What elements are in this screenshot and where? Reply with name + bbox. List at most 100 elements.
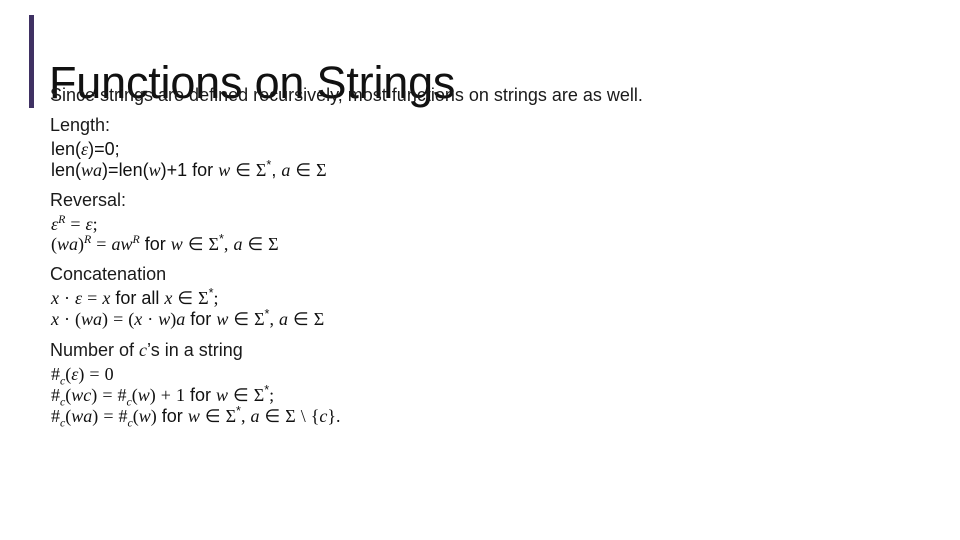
equation-count-match: #c(wc) = #c(w) + 1 for w ∈ Σ*; bbox=[50, 383, 940, 409]
c-subscript-token: c bbox=[60, 394, 66, 409]
equals-token: = bbox=[108, 160, 119, 180]
equals-token: = bbox=[89, 364, 100, 384]
sigma-token: Σ bbox=[208, 234, 220, 254]
a-token: a bbox=[250, 406, 260, 426]
epsilon-token: ε bbox=[81, 139, 89, 159]
w-token: w bbox=[57, 234, 70, 254]
epsilon-token: ε bbox=[85, 214, 93, 234]
lbrace-token: { bbox=[310, 406, 320, 426]
x-token: x bbox=[164, 288, 173, 308]
for-token: for bbox=[189, 385, 211, 405]
element-of-token: ∈ bbox=[264, 406, 281, 426]
period-token: . bbox=[336, 406, 341, 426]
sigma-token: Σ bbox=[316, 160, 327, 180]
for-token: for bbox=[192, 160, 214, 180]
element-of-token: ∈ bbox=[235, 160, 251, 180]
kleene-star-token: * bbox=[208, 286, 214, 300]
for-token: for bbox=[190, 309, 212, 329]
equation-len-empty: len(ε)=0; bbox=[50, 139, 940, 160]
rbrace-token: } bbox=[327, 406, 336, 426]
element-of-token: ∈ bbox=[187, 234, 204, 254]
x-token: x bbox=[51, 288, 59, 308]
kleene-star-token: * bbox=[219, 232, 224, 246]
len-token: len bbox=[118, 160, 143, 180]
reversal-exponent-token: R bbox=[84, 232, 92, 246]
kleene-star-token: * bbox=[264, 307, 270, 321]
sigma-token: Σ bbox=[198, 288, 209, 308]
element-of-token: ∈ bbox=[204, 406, 221, 426]
epsilon-token: ε bbox=[71, 364, 79, 384]
equals-token: = bbox=[70, 214, 81, 234]
element-of-token: ∈ bbox=[295, 160, 312, 180]
one-token: 1 bbox=[177, 160, 188, 180]
epsilon-token: ε bbox=[51, 214, 59, 234]
equation-count-empty: #c(ε) = 0 bbox=[50, 364, 940, 387]
w-token: w bbox=[71, 406, 84, 426]
cdot-token: · bbox=[147, 309, 154, 329]
lparen-token: ( bbox=[75, 139, 82, 159]
a-token: a bbox=[111, 234, 121, 254]
a-token: a bbox=[278, 309, 288, 329]
section-concatenation: Concatenation x · ε = x for all x ∈ Σ*; … bbox=[50, 260, 940, 330]
a-token: a bbox=[93, 309, 103, 329]
for-token: for bbox=[161, 406, 183, 426]
equals-token: = bbox=[96, 234, 107, 254]
one-token: 1 bbox=[175, 385, 185, 405]
kleene-star-token: * bbox=[264, 383, 270, 397]
lparen-token: ( bbox=[65, 385, 72, 405]
reversal-exponent-token: R bbox=[58, 212, 66, 226]
x-token: x bbox=[51, 309, 59, 329]
body-subtitle: Since strings are defined recursively, m… bbox=[50, 85, 643, 105]
section-heading-reversal: Reversal: bbox=[50, 190, 127, 210]
equation-concat-recursive: x · (wa) = (x · w)a for w ∈ Σ*, a ∈ Σ bbox=[50, 307, 940, 330]
semicolon-token: ; bbox=[92, 214, 98, 234]
setminus-token: \ bbox=[300, 406, 306, 426]
len-token: len bbox=[51, 139, 76, 159]
hash-token: # bbox=[117, 385, 127, 405]
semicolon-token: ; bbox=[114, 139, 120, 159]
element-of-token: ∈ bbox=[233, 309, 250, 329]
cdot-token: · bbox=[64, 288, 71, 308]
plus-token: + bbox=[160, 385, 171, 405]
w-token: w bbox=[81, 160, 94, 180]
slide-body: Since strings are defined recursively, m… bbox=[50, 82, 940, 430]
sigma-token: Σ bbox=[285, 406, 296, 426]
c-token: c bbox=[139, 340, 148, 360]
w-token: w bbox=[218, 160, 231, 180]
hash-token: # bbox=[51, 364, 60, 384]
equation-concat-identity: x · ε = x for all x ∈ Σ*; bbox=[50, 286, 940, 309]
lparen-token: ( bbox=[142, 160, 149, 180]
a-token: a bbox=[83, 406, 93, 426]
zero-token: 0 bbox=[104, 139, 115, 159]
w-token: w bbox=[187, 406, 200, 426]
hash-token: # bbox=[51, 406, 60, 426]
sigma-token: Σ bbox=[255, 160, 267, 180]
x-token: x bbox=[134, 309, 143, 329]
kleene-star-token: * bbox=[266, 158, 272, 172]
equals-token: = bbox=[94, 139, 105, 159]
equation-group-reversal: εR = ε; (wa)R = awR for w ∈ Σ*, a ∈ Σ bbox=[50, 212, 940, 254]
equation-reversal-recursive: (wa)R = awR for w ∈ Σ*, a ∈ Σ bbox=[50, 232, 940, 254]
for-token: for bbox=[144, 234, 166, 254]
count-c-heading-prefix: Number of bbox=[50, 340, 140, 360]
lparen-token: ( bbox=[75, 160, 82, 180]
section-heading-length: Length: bbox=[50, 115, 111, 135]
equation-group-count-c: #c(ε) = 0 #c(wc) = #c(w) + 1 for w ∈ Σ*;… bbox=[50, 364, 940, 430]
lparen-token: ( bbox=[51, 234, 57, 254]
lparen-token: ( bbox=[128, 309, 135, 329]
comma-token: , bbox=[271, 160, 277, 180]
c-token: c bbox=[319, 406, 328, 426]
c-subscript-token: c bbox=[60, 415, 66, 430]
rparen-token: ) bbox=[170, 309, 177, 329]
cdot-token: · bbox=[64, 309, 71, 329]
w-token: w bbox=[138, 406, 151, 426]
sigma-token: Σ bbox=[268, 234, 279, 254]
zero-token: 0 bbox=[104, 364, 114, 384]
w-token: w bbox=[71, 385, 84, 405]
rparen-token: ) bbox=[149, 385, 156, 405]
equation-len-recursive: len(wa)=len(w)+1 for w ∈ Σ*, a ∈ Σ bbox=[50, 158, 940, 181]
section-reversal: Reversal: εR = ε; (wa)R = awR for w ∈ Σ*… bbox=[50, 186, 940, 254]
x-token: x bbox=[102, 288, 111, 308]
lparen-token: ( bbox=[131, 385, 138, 405]
